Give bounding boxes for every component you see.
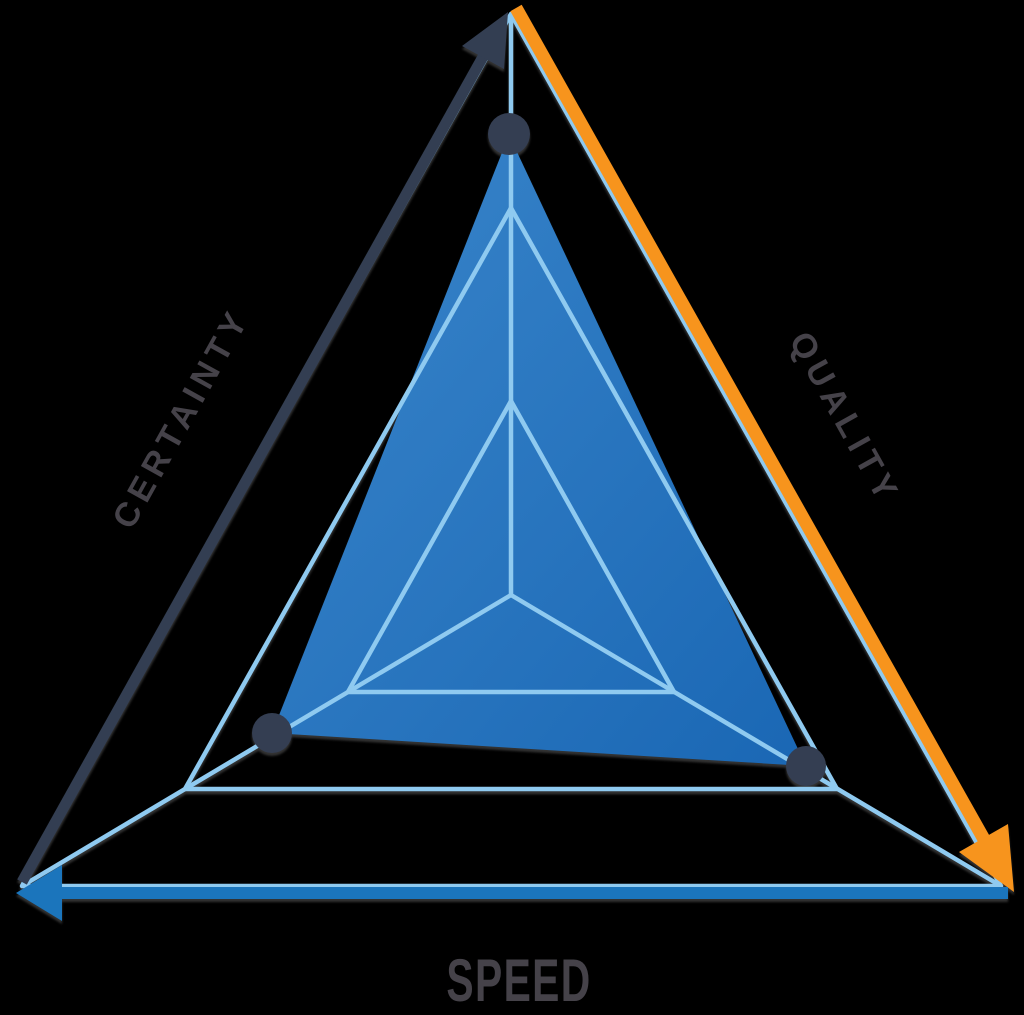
radar-spoke-bottom-right <box>509 593 1003 888</box>
certainty-arrowhead-icon <box>462 12 508 69</box>
quality-arrow-shaft <box>510 4 991 845</box>
speed-axis-label: SPEED <box>446 947 592 1014</box>
certainty-arrow-shaft <box>17 52 489 885</box>
radar-data-points <box>252 113 826 786</box>
quality-arrow <box>510 4 1014 892</box>
speed-arrow <box>16 865 1008 921</box>
radar-grid-inner-triangle <box>345 398 677 695</box>
certainty-arrow <box>17 12 508 885</box>
quality-arrowhead-icon <box>959 824 1014 892</box>
speed-arrowhead-icon <box>16 865 62 921</box>
data-point-bottom-right <box>786 746 826 786</box>
radar-grid-mid-triangle <box>182 205 840 792</box>
data-point-top <box>488 113 530 155</box>
data-point-bottom-left <box>252 713 292 753</box>
